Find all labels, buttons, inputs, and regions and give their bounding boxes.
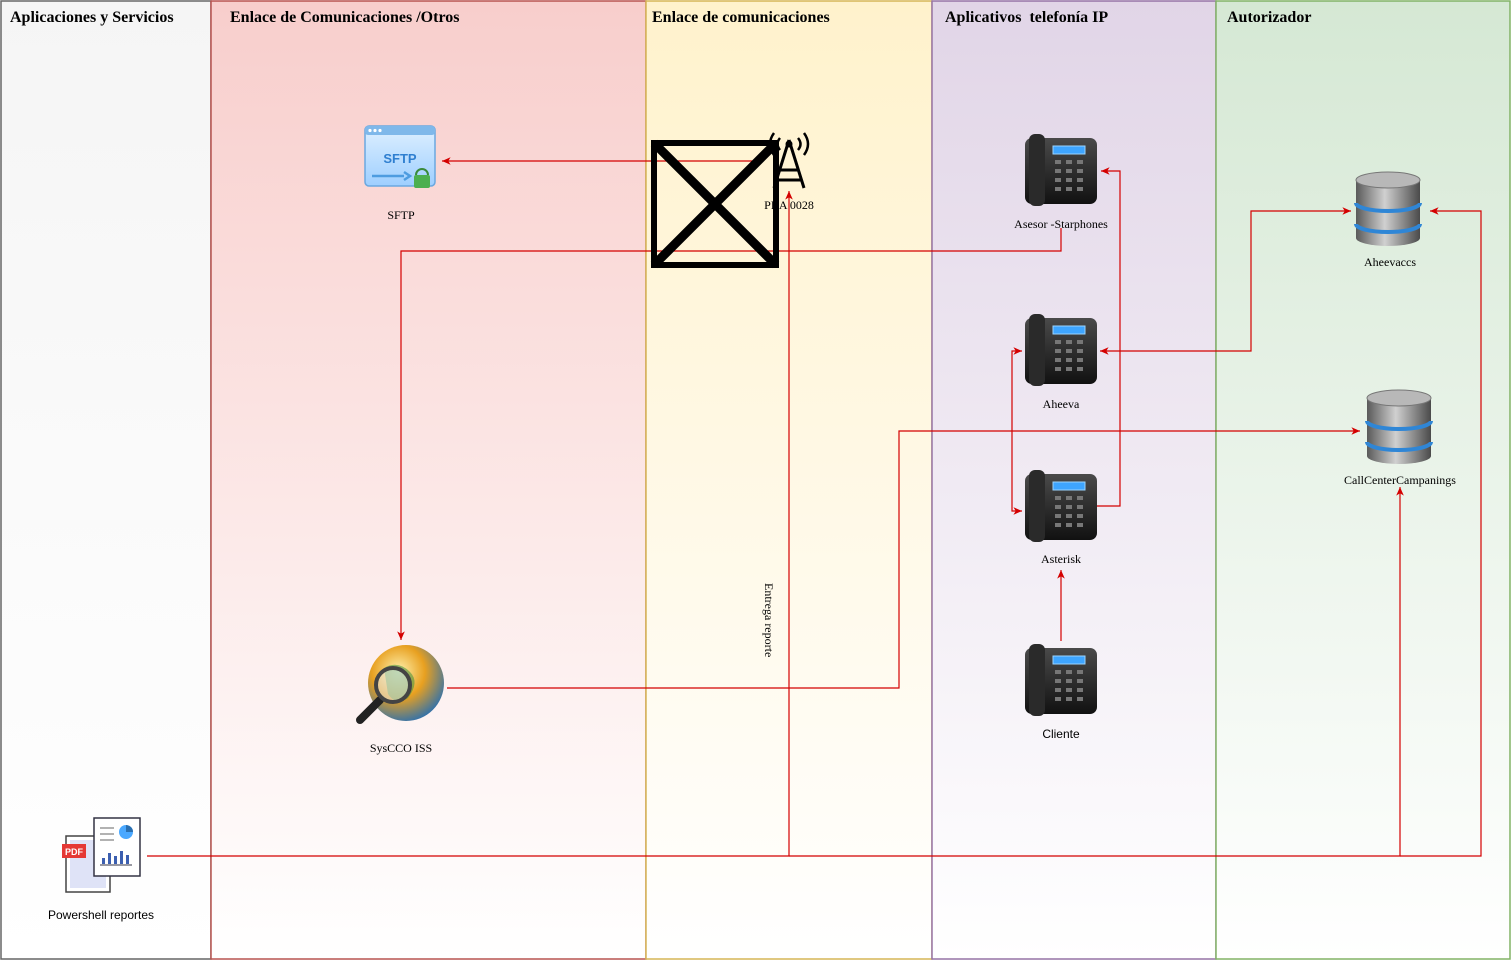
node-sftp[interactable]: SFTP SFTP — [364, 125, 436, 222]
desk-phone-icon — [1025, 314, 1097, 386]
desk-phone-icon — [1025, 470, 1097, 542]
desk-phone-icon — [1025, 644, 1097, 716]
sftp-icon-text: SFTP — [383, 151, 417, 166]
lane-title-aplicaciones: Aplicaciones y Servicios — [10, 9, 174, 26]
lane-title-telefonia: Aplicativos telefonía IP — [945, 9, 1108, 26]
edge-label-entrega-reporte: Entrega reporte — [762, 583, 776, 657]
edges: Entrega reporte — [147, 157, 1482, 857]
edge-powershell-to-aheevaccs[interactable] — [1400, 207, 1482, 857]
database-icon — [1354, 171, 1422, 246]
node-asterisk[interactable]: Asterisk — [1025, 470, 1097, 566]
node-pra-0028[interactable]: PRA 0028 — [764, 132, 814, 212]
lane-autorizador: Autorizador — [1215, 0, 1511, 960]
report-documents-icon: PDF — [62, 817, 141, 893]
node-label-callcenter: CallCenterCampanings — [1344, 473, 1456, 487]
lane-title-autorizador: Autorizador — [1227, 9, 1311, 26]
node-aheevaccs[interactable]: Aheevaccs — [1354, 171, 1422, 269]
node-label-asterisk: Asterisk — [1041, 552, 1081, 566]
node-label-cliente: Cliente — [1042, 727, 1080, 741]
lane-aplicaciones-servicios: Aplicaciones y Servicios — [0, 0, 212, 960]
node-label-asesor: Asesor -Starphones — [1014, 217, 1108, 231]
node-cliente[interactable]: Cliente — [1025, 644, 1097, 741]
lane-title-enlace-comunicaciones: Enlace de comunicaciones — [652, 9, 830, 26]
radio-tower-icon — [768, 132, 810, 189]
pdf-badge: PDF — [65, 847, 84, 857]
desk-phone-icon — [1025, 134, 1097, 206]
globe-search-icon — [356, 645, 444, 724]
node-label-sftp: SFTP — [387, 208, 415, 222]
lane-title-enlace-otros: Enlace de Comunicaciones /Otros — [230, 9, 459, 26]
node-asesor-starphones[interactable]: Asesor -Starphones — [1014, 134, 1108, 231]
node-powershell-reportes[interactable]: PDF Powershell reportes — [48, 817, 154, 922]
edge-syscco-to-callcenter[interactable] — [447, 427, 1360, 689]
database-icon — [1365, 389, 1433, 464]
node-label-syscco: SysCCO ISS — [370, 741, 432, 755]
node-aheeva[interactable]: Aheeva — [1025, 314, 1097, 411]
node-label-aheevaccs: Aheevaccs — [1364, 255, 1416, 269]
edge-aheeva-aheevaccs[interactable] — [1100, 207, 1351, 355]
node-label-powershell: Powershell reportes — [48, 908, 154, 922]
node-label-pra: PRA 0028 — [764, 198, 814, 212]
node-label-aheeva: Aheeva — [1043, 397, 1080, 411]
node-callcentercampanings[interactable]: CallCenterCampanings — [1344, 389, 1456, 487]
edge-asesor-to-syscco[interactable] — [397, 228, 1062, 640]
node-syscco-iss[interactable]: SysCCO ISS — [356, 645, 444, 755]
sftp-server-icon: SFTP — [364, 125, 436, 188]
broken-image-placeholder — [650, 139, 780, 269]
